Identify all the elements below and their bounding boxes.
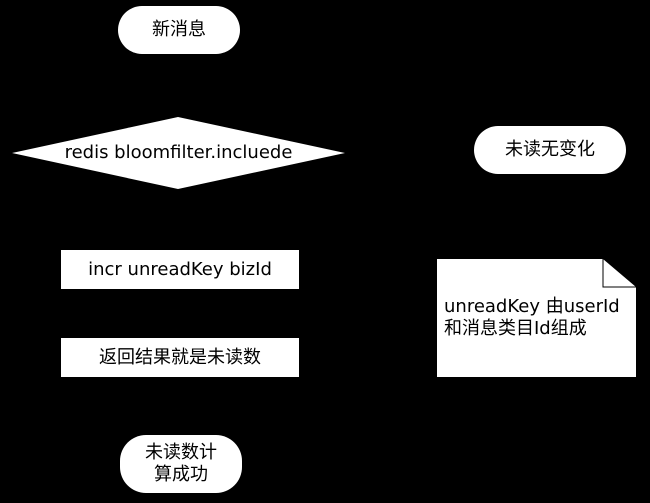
- return-result-node-label: 返回结果就是未读数: [99, 346, 261, 368]
- return-result-node-shape: [61, 338, 299, 377]
- decision-node-label: redis bloomfilter.incluede: [64, 142, 293, 163]
- start-node-label: 新消息: [152, 19, 206, 40]
- no-change-node-label: 未读无变化: [505, 139, 595, 160]
- start-node-shape: [118, 6, 240, 54]
- note-fold: [602, 259, 636, 288]
- decision-node-shape: [12, 117, 345, 189]
- incr-node-shape: [61, 250, 299, 289]
- end-node-shape: [120, 435, 242, 493]
- incr-node-label: incr unreadKey bizId: [88, 258, 272, 280]
- note-shape: [437, 259, 636, 377]
- end-node-label: 未读数计 算成功: [145, 442, 217, 485]
- no-change-node-shape: [474, 126, 626, 174]
- note-label: unreadKey 由userId 和消息类目Id组成: [444, 296, 620, 339]
